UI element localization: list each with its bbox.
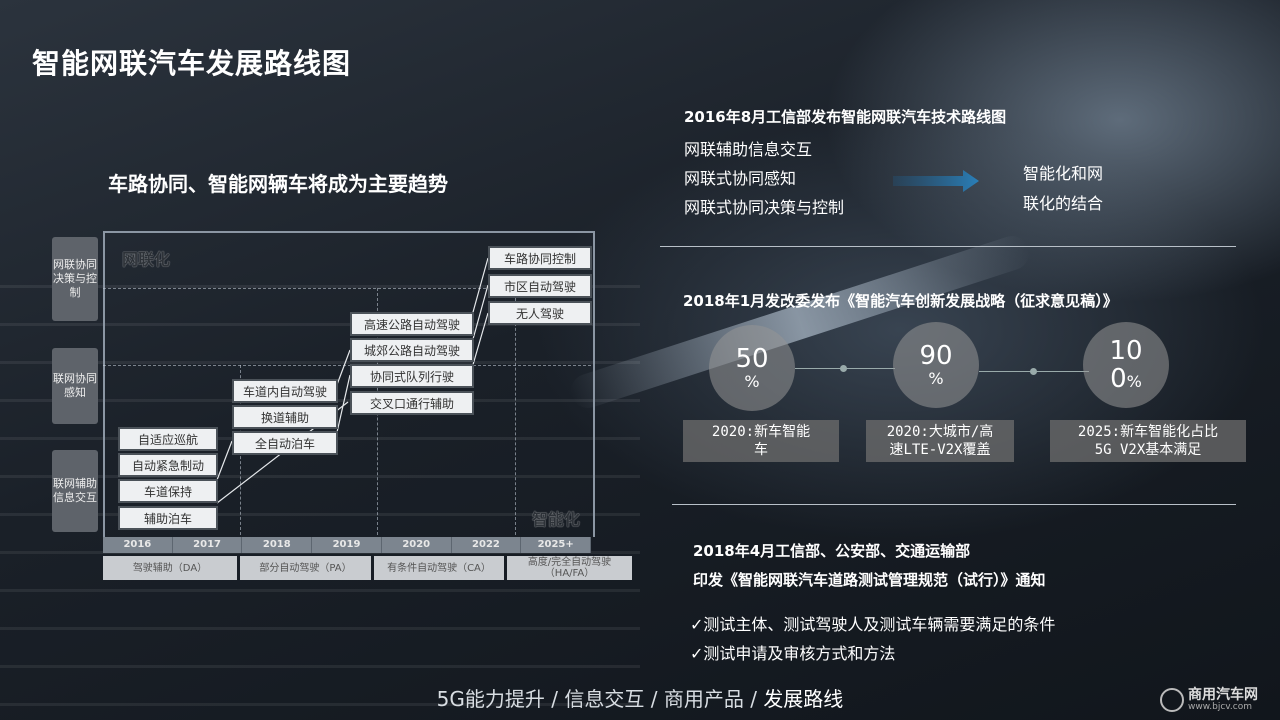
- year-label: 2019: [312, 537, 382, 553]
- section3-item: ✓测试申请及审核方式和方法: [690, 644, 896, 663]
- stat-circle: 10 0%: [1083, 322, 1169, 408]
- roadmap-frame: [103, 231, 595, 537]
- stat-circle: 50 %: [709, 325, 795, 411]
- stat-box: 2020:大城市/高速LTE-V2X覆盖: [866, 420, 1014, 462]
- roadmap-box: 全自动泊车: [232, 431, 338, 455]
- car-grille-decor: [0, 285, 640, 720]
- section1-item: 网联式协同感知: [684, 169, 797, 188]
- logo-name: 商用汽车网: [1188, 687, 1258, 703]
- divider: [660, 246, 1236, 247]
- section1-result: 智能化和网: [1023, 164, 1104, 183]
- stat-box: 2020:新车智能车: [683, 420, 839, 462]
- section1-item: 网联式协同决策与控制: [684, 198, 845, 217]
- level-label: 有条件自动驾驶（CA）: [374, 556, 504, 580]
- stage-label-cooperative-control: 网联协同决策与控制: [52, 237, 98, 321]
- section3-heading: 印发《智能网联汽车道路测试管理规范（试行）》通知: [693, 571, 1046, 589]
- roadmap-box: 城郊公路自动驾驶: [350, 338, 474, 362]
- level-label: 高度/完全自动驾驶（HA/FA）: [507, 556, 632, 580]
- year-label: 2022: [452, 537, 522, 553]
- section1-heading: 2016年8月工信部发布智能网联汽车技术路线图: [684, 108, 1007, 126]
- roadmap-box: 协同式队列行驶: [350, 364, 474, 388]
- section3-heading: 2018年4月工信部、公安部、交通运输部: [693, 542, 971, 560]
- footer-item: 5G能力提升: [436, 687, 545, 711]
- footer-item: 商用产品: [663, 687, 744, 711]
- stat-number: 10: [1109, 336, 1143, 366]
- roadmap-connector-lines: [216, 257, 489, 504]
- automation-levels: 驾驶辅助（DA） 部分自动驾驶（PA） 有条件自动驾驶（CA） 高度/完全自动驾…: [103, 556, 632, 580]
- year-label: 2025+: [521, 537, 592, 553]
- corner-label-connected: 网联化: [122, 250, 171, 269]
- page-title: 智能网联汽车发展路线图: [32, 47, 352, 80]
- roadmap-box: 车道内自动驾驶: [232, 379, 338, 403]
- logo-mark-icon: [1160, 688, 1184, 712]
- footer-nav: 5G能力提升 / 信息交互 / 商用产品 / 发展路线: [0, 683, 1280, 712]
- roadmap-box: 自动紧急制动: [118, 453, 218, 477]
- stat-number: 90: [919, 341, 953, 371]
- roadmap-box: 无人驾驶: [488, 301, 592, 325]
- year-axis: 2016 2017 2018 2019 2020 2022 2025+: [103, 537, 592, 553]
- footer-separator: /: [750, 687, 757, 711]
- roadmap-subtitle: 车路协同、智能网辆车将成为主要趋势: [108, 172, 448, 196]
- roadmap-box: 车路协同控制: [488, 246, 592, 270]
- stage-label-cooperative-sensing: 联网协同感知: [52, 348, 98, 424]
- logo-url: www.bjcv.com: [1188, 702, 1252, 712]
- roadmap-box: 市区自动驾驶: [488, 274, 592, 298]
- level-label: 驾驶辅助（DA）: [103, 556, 237, 580]
- brand-logo: 商用汽车网 www.bjcv.com: [1160, 688, 1258, 712]
- stat-percent: %: [744, 372, 760, 391]
- year-label: 2016: [103, 537, 173, 553]
- footer-separator: /: [650, 687, 658, 711]
- roadmap-box: 高速公路自动驾驶: [350, 312, 474, 336]
- connector-dot: [840, 365, 847, 372]
- roadmap-box: 车道保持: [118, 479, 218, 503]
- roadmap-box: 换道辅助: [232, 405, 338, 429]
- roadmap-box: 辅助泊车: [118, 506, 218, 530]
- stat-number: 0%: [1110, 364, 1142, 394]
- connector-dot: [1030, 368, 1037, 375]
- roadmap-box: 交叉口通行辅助: [350, 391, 474, 415]
- year-label: 2017: [173, 537, 243, 553]
- stat-percent: %: [928, 369, 944, 388]
- section2-heading: 2018年1月发改委发布《智能汽车创新发展战略（征求意见稿）》: [683, 292, 1118, 310]
- footer-item: 信息交互: [564, 687, 645, 711]
- col-divider: [515, 288, 517, 535]
- corner-label-intelligent: 智能化: [532, 510, 581, 529]
- divider: [672, 504, 1236, 505]
- stat-number: 50: [735, 344, 769, 374]
- roadmap-box: 自适应巡航: [118, 427, 218, 451]
- section1-result: 联化的结合: [1023, 194, 1104, 213]
- year-label: 2020: [382, 537, 452, 553]
- arrow-right-icon: [893, 170, 979, 192]
- level-label: 部分自动驾驶（PA）: [240, 556, 371, 580]
- stage-label-info-interaction: 联网辅助信息交互: [52, 450, 98, 532]
- section3-item: ✓测试主体、测试驾驶人及测试车辆需要满足的条件: [690, 615, 1056, 634]
- row-divider: [103, 288, 591, 290]
- stat-circle: 90 %: [893, 322, 979, 408]
- footer-separator: /: [551, 687, 559, 711]
- footer-item-current: 发展路线: [763, 687, 844, 711]
- section1-item: 网联辅助信息交互: [684, 140, 813, 159]
- row-divider: [103, 365, 591, 367]
- year-label: 2018: [242, 537, 313, 553]
